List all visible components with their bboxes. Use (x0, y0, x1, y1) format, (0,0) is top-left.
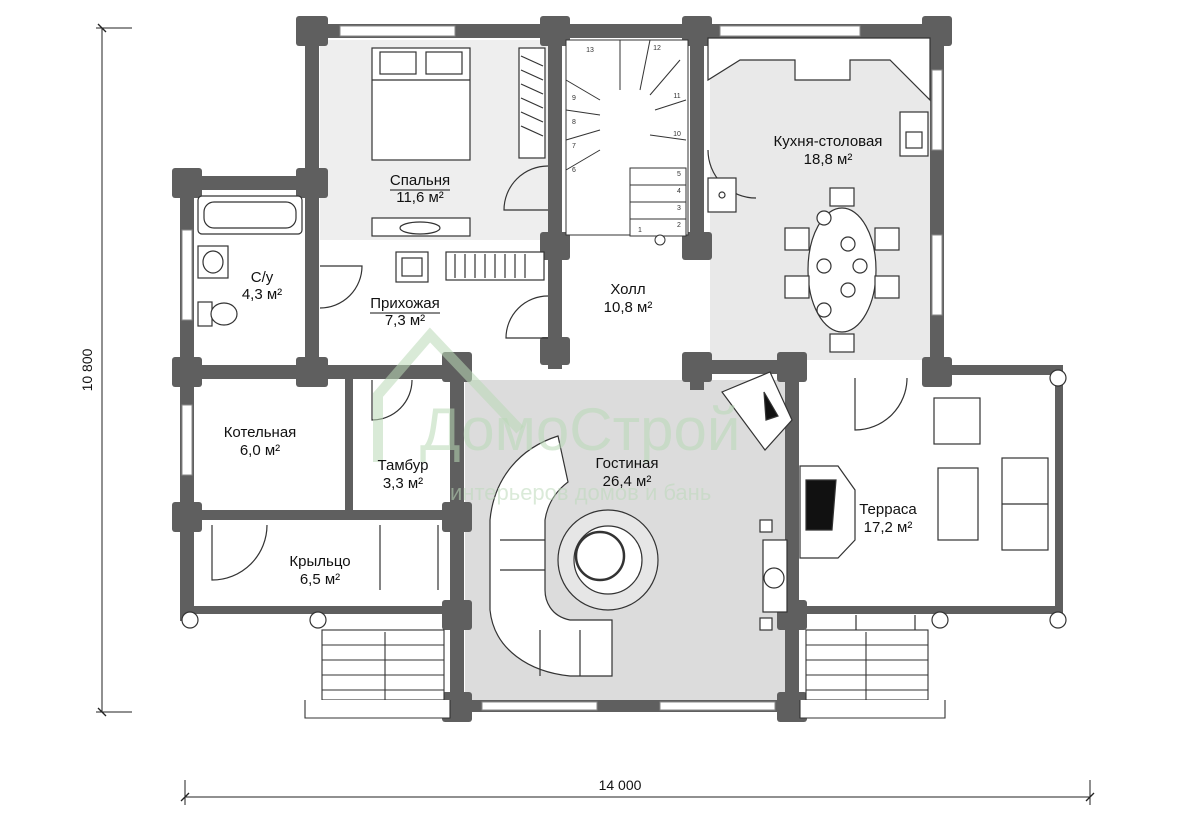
boiler-area: 6,0 м² (240, 442, 280, 459)
log-ends (172, 16, 952, 722)
vestibule-name: Тамбур (378, 457, 429, 474)
staircase (565, 39, 689, 246)
porch-area: 6,5 м² (300, 571, 340, 588)
stair-step-7: 7 (572, 143, 576, 150)
stair-step-4: 4 (677, 188, 681, 195)
porch-name: Крыльцо (289, 553, 350, 570)
entrance-area: 7,3 м² (385, 312, 425, 329)
height-dimension-label: 10 800 (79, 348, 95, 391)
room-labels: Спальня 11,6 м² С/у 4,3 м² Прихожая 7,3 … (224, 133, 918, 588)
boiler-name: Котельная (224, 424, 297, 441)
kitchen-furniture (707, 37, 931, 353)
dining-table (807, 207, 877, 333)
stair-numbers: 13 12 11 10 9 8 7 6 5 4 3 2 1 (572, 45, 681, 234)
hall-area: 10,8 м² (604, 299, 653, 316)
vestibule-area: 3,3 м² (383, 475, 423, 492)
stair-step-13: 13 (586, 47, 594, 54)
boiler-floor (195, 380, 345, 510)
stair-step-1: 1 (638, 227, 642, 234)
stair-step-6: 6 (572, 167, 576, 174)
entrance-furniture (395, 251, 545, 283)
stair-step-11: 11 (673, 93, 680, 100)
hall-name: Холл (610, 281, 645, 298)
kitchen-counter (707, 37, 931, 102)
toilet (197, 301, 213, 327)
porch-posts (181, 611, 327, 629)
stair-step-8: 8 (572, 119, 576, 126)
living-furniture (489, 371, 793, 677)
kitchen-name: Кухня-столовая (774, 133, 883, 150)
stair-step-12: 12 (653, 45, 661, 52)
watermark-tagline: интерьеров домов и бань (450, 480, 711, 505)
terrace-armchair (933, 397, 981, 445)
terrace-area: 17,2 м² (864, 519, 913, 536)
living-name: Гостиная (596, 455, 659, 472)
stair-step-5: 5 (677, 171, 681, 178)
vestibule-floor (355, 380, 450, 510)
watermark-house-icon (373, 327, 524, 462)
kitchen-area: 18,8 м² (804, 151, 853, 168)
fireplace (721, 371, 793, 451)
bathroom-area: 4,3 м² (242, 286, 282, 303)
living-area: 26,4 м² (603, 473, 652, 490)
terrace-name: Терраса (859, 501, 917, 518)
bedroom-furniture (371, 47, 546, 237)
windows (181, 25, 943, 711)
bedroom-area: 11,6 м² (396, 189, 444, 206)
corner-sofa (489, 435, 613, 677)
watermark-brand: ДомоСтрой (420, 396, 740, 463)
stair-step-9: 9 (572, 95, 576, 102)
bedroom-name: Спальня (390, 172, 450, 189)
stair-step-10: 10 (673, 131, 681, 138)
stair-step-2: 2 (677, 222, 681, 229)
porch-steps (304, 629, 946, 719)
bathroom-fixtures (197, 195, 303, 327)
stair-step-3: 3 (677, 205, 681, 212)
terrace-furniture (799, 369, 1067, 629)
dimension-lines (96, 23, 1095, 805)
entrance-name: Прихожая (370, 295, 440, 312)
width-dimension-label: 14 000 (599, 777, 642, 793)
terrace-table (937, 467, 979, 541)
watermark: ДомоСтрой интерьеров домов и бань (373, 327, 740, 505)
bathroom-name: С/у (251, 269, 274, 286)
porch-floor (195, 525, 445, 615)
